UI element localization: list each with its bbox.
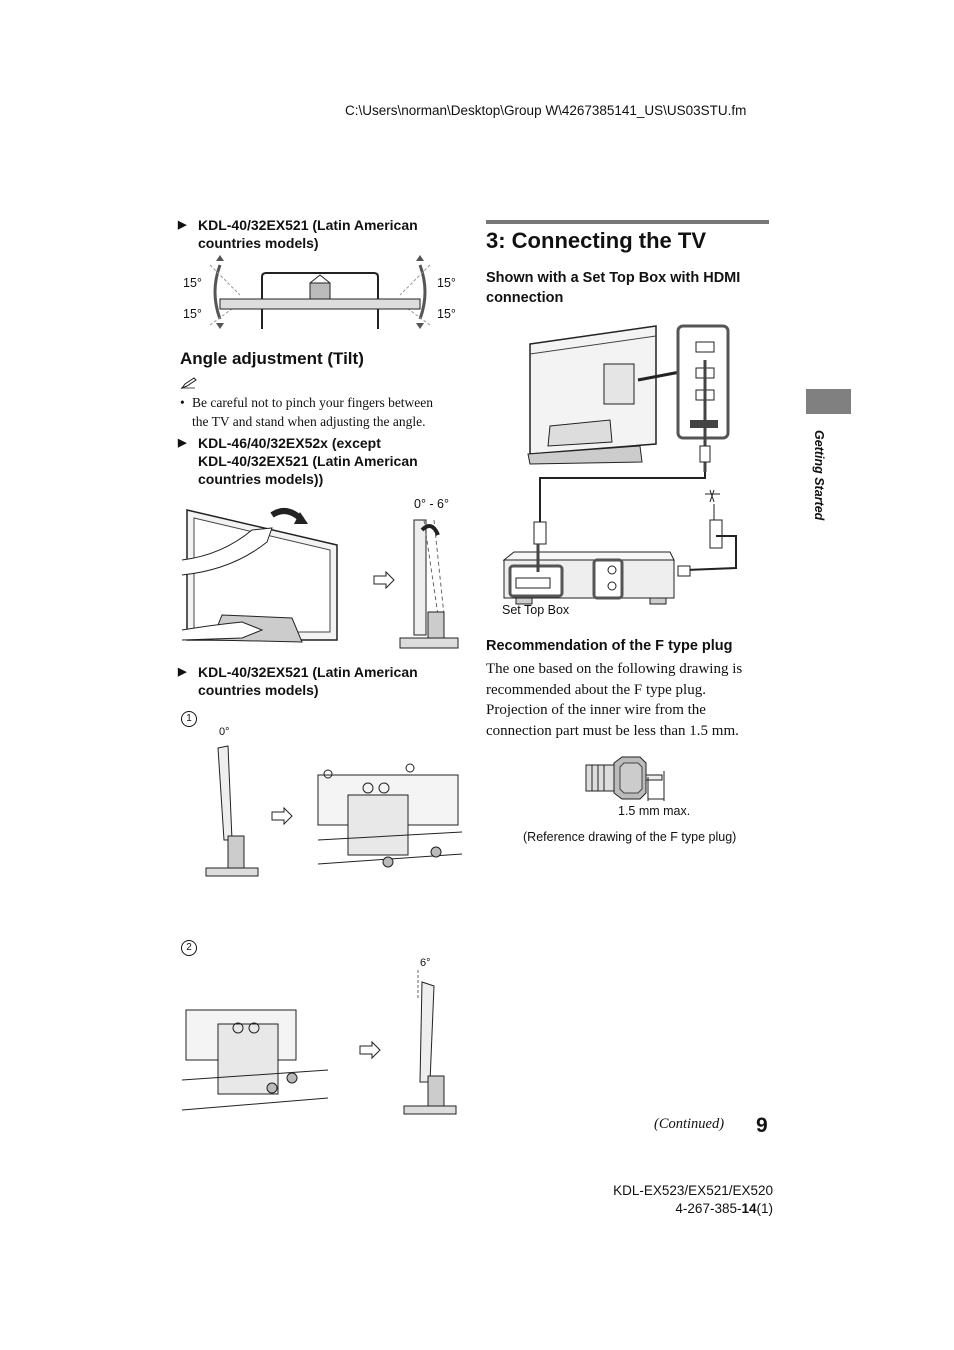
reference-caption: (Reference drawing of the F type plug)	[523, 830, 737, 844]
step2-illustration	[181, 970, 457, 1115]
swivel-stand-illustration	[209, 255, 431, 329]
model-heading-1: ▶ KDL-40/32EX521 (Latin American countri…	[178, 217, 418, 251]
angle-label: 15°	[437, 276, 456, 290]
angle-label: 15°	[437, 307, 456, 321]
max-length-label: 1.5 mm max.	[618, 804, 691, 818]
step1-angle: 0°	[219, 726, 230, 738]
triangle-bullet-icon: ▶	[178, 437, 187, 449]
subtitle: Shown with a Set Top Box with HDMI conne…	[486, 270, 741, 306]
stb-label: Set Top Box	[502, 603, 570, 617]
tilt-range-label: 0° - 6°	[414, 497, 450, 511]
step1-illustration	[205, 745, 463, 877]
title-rule	[486, 220, 769, 224]
angle-label: 15°	[183, 307, 202, 321]
ftype-heading: Recommendation of the F type plug	[486, 638, 733, 654]
section-label: Getting Started	[812, 430, 826, 521]
file-path: C:\Users\norman\Desktop\Group W\42673851…	[345, 103, 747, 118]
triangle-bullet-icon: ▶	[178, 666, 187, 678]
bullet-icon: •	[180, 395, 185, 410]
model-heading-3: ▶ KDL-40/32EX521 (Latin American countri…	[178, 664, 418, 698]
model-heading-2: ▶ KDL-46/40/32EX52x (except KDL-40/32EX5…	[178, 435, 418, 487]
angle-label: 15°	[183, 276, 202, 290]
page-number: 9	[756, 1114, 768, 1137]
step-number-2: 2	[181, 940, 197, 956]
model-numbers: KDL-EX523/EX521/EX520	[613, 1183, 773, 1198]
f-type-plug-illustration	[585, 756, 665, 801]
page-title: 3: Connecting the TV	[486, 228, 706, 253]
pencil-note-icon	[180, 377, 197, 390]
step-number-1: 1	[181, 711, 197, 727]
caution-note: • Be careful not to pinch your fingers b…	[180, 395, 434, 429]
triangle-bullet-icon: ▶	[178, 219, 187, 231]
ftype-paragraph: The one based on the following drawing i…	[486, 661, 743, 739]
document-code: 4-267-385-14(1)	[675, 1201, 773, 1216]
section-tab	[806, 389, 851, 414]
continued-note: (Continued)	[654, 1116, 725, 1132]
hdmi-connection-diagram	[502, 324, 737, 605]
step2-angle: 6°	[420, 957, 431, 969]
tilt-heading: Angle adjustment (Tilt)	[180, 349, 364, 368]
tilt-tv-illustration	[181, 508, 459, 649]
